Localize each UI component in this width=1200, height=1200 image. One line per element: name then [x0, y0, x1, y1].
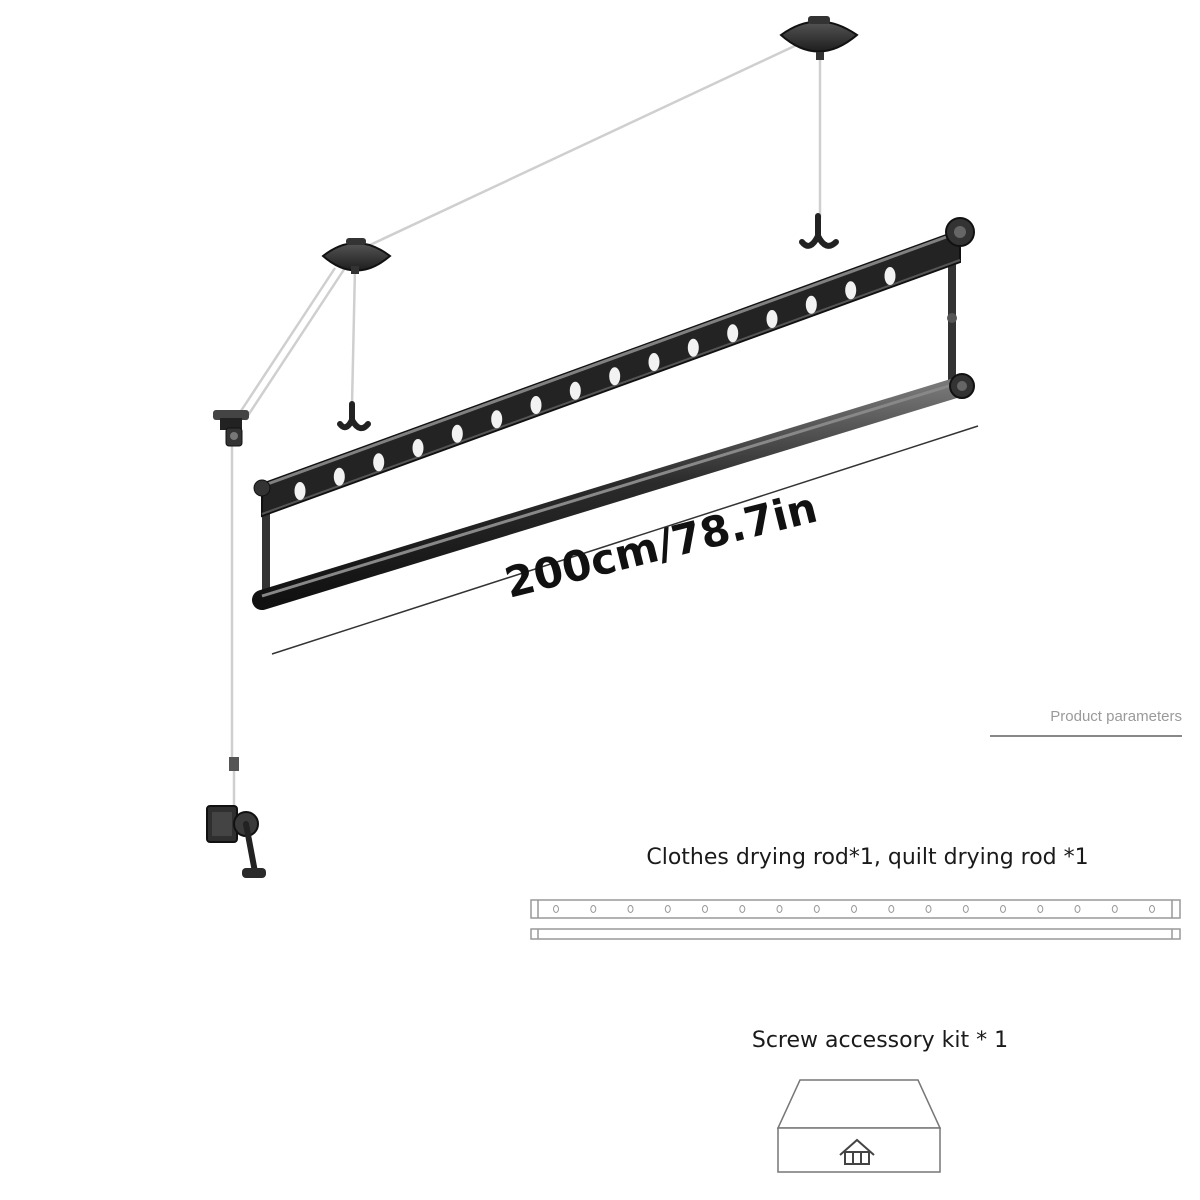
product-parameters-heading: Product parameters [990, 708, 1182, 737]
quilt-drying-rod [252, 373, 975, 610]
flat-rod-hole [739, 905, 746, 913]
rod-hole [884, 267, 896, 285]
flat-quilt-rod [530, 928, 1181, 940]
rod-hole [648, 353, 660, 371]
rod-hole [451, 424, 463, 443]
rod-hole [333, 467, 345, 486]
rod-hole [805, 295, 817, 314]
flat-rod-hole [590, 905, 597, 913]
flat-rod-hole [1037, 905, 1044, 913]
flat-rod-hole [702, 905, 708, 913]
rod-hole [569, 381, 581, 400]
flat-rod-hole [1111, 905, 1118, 913]
rods-included-caption: Clothes drying rod*1, quilt drying rod *… [646, 845, 1089, 870]
flat-rod-hole [776, 905, 783, 913]
rod-hole [373, 453, 385, 472]
ceiling-pulley-icon [779, 16, 859, 60]
screw-kit-caption: Screw accessory kit * 1 [751, 1028, 1009, 1053]
flat-rod-hole [925, 905, 932, 913]
rod-hole [491, 410, 503, 429]
rod-hole [294, 482, 306, 500]
rod-hole [412, 439, 424, 457]
rod-holes [294, 267, 896, 500]
flat-rod-hole [553, 905, 559, 913]
cables [230, 33, 822, 805]
flat-rod-hole [851, 905, 857, 913]
rod-hole [687, 338, 699, 357]
house-logo-icon [839, 1138, 875, 1165]
screw-kit-box-icon [776, 1079, 942, 1173]
dimension-line [271, 425, 979, 655]
flat-rod-hole [962, 905, 969, 913]
flat-rod-hole [888, 905, 895, 913]
rod-hole [845, 281, 857, 300]
rod-hole [609, 367, 621, 386]
flat-clothes-rod [530, 899, 1181, 919]
flat-rod-hole [1074, 905, 1081, 913]
hook-icon [799, 213, 839, 249]
ceiling-pulley-icon [321, 238, 392, 274]
rod-hole [530, 396, 542, 414]
hand-crank-icon [206, 757, 266, 878]
flat-rod-holes [553, 905, 1155, 913]
rod-hole [766, 310, 778, 328]
rod-hole [727, 324, 739, 343]
flat-rod-hole [1149, 905, 1155, 913]
flat-rod-hole [813, 905, 820, 913]
clothes-drying-rod [253, 217, 975, 518]
flat-rod-hole [1000, 905, 1006, 913]
flat-rod-hole [627, 905, 634, 913]
flat-rod-hole [664, 905, 671, 913]
hook-icon [337, 401, 371, 432]
side-pulley-icon [213, 410, 249, 447]
